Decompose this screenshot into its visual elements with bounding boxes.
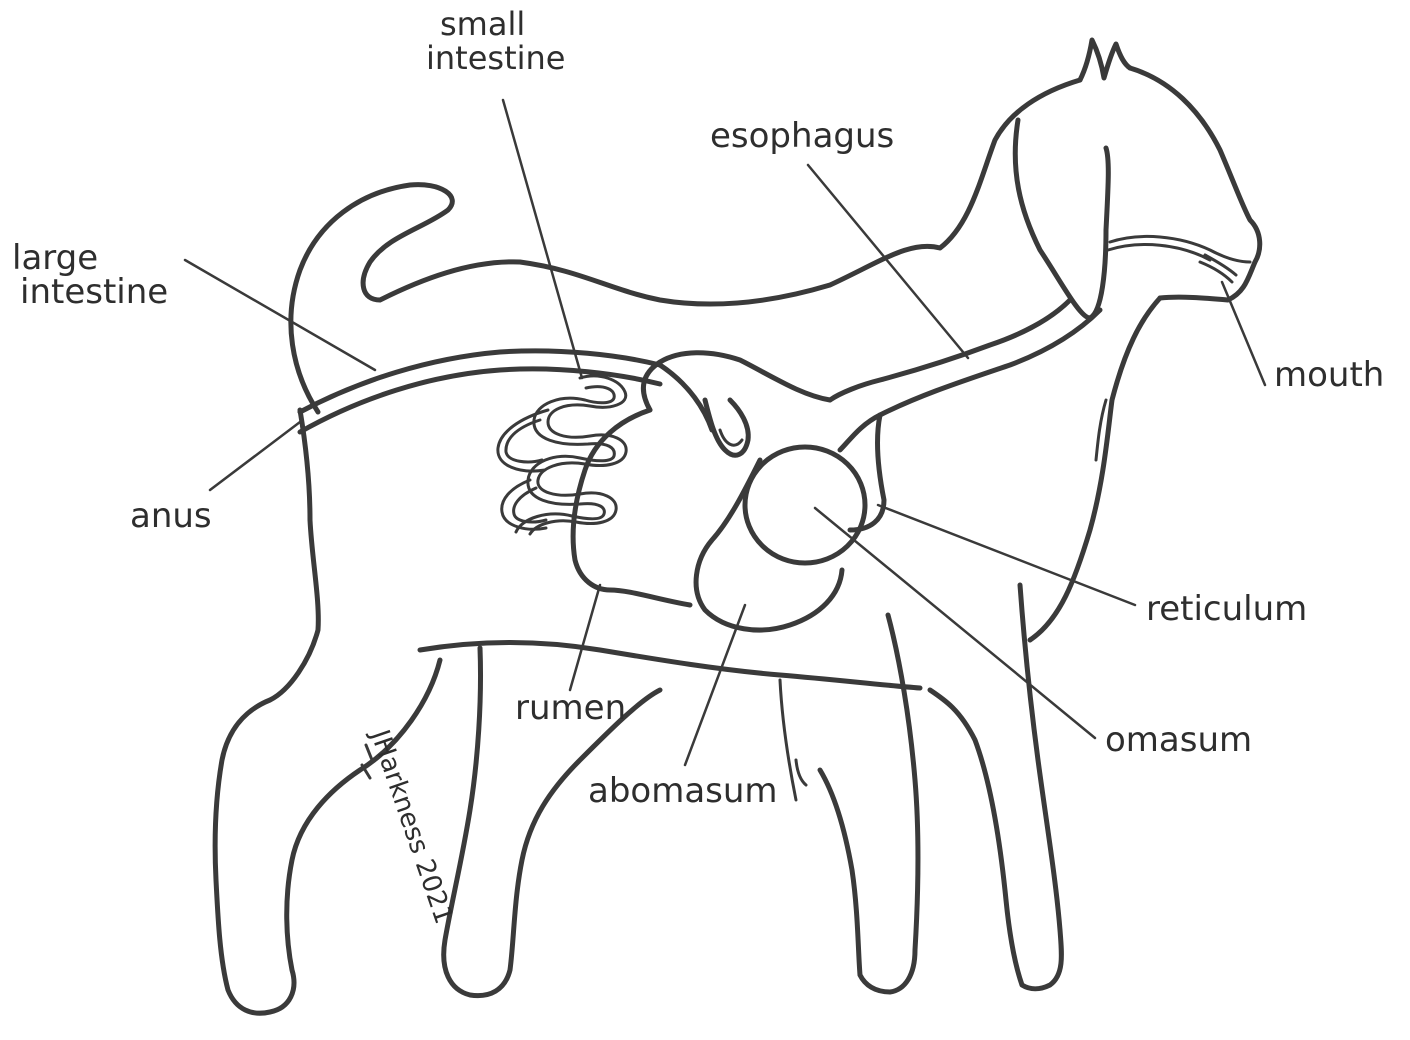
goat-body bbox=[215, 40, 1260, 1013]
label-rumen: rumen bbox=[515, 690, 626, 726]
leader-rumen bbox=[570, 585, 600, 690]
label-large-intestine-line2: intestine bbox=[20, 274, 168, 310]
reticulum-shape bbox=[643, 353, 830, 410]
label-small-intestine-line2: intestine bbox=[426, 40, 565, 76]
small-intestine-coils bbox=[498, 376, 626, 534]
label-anus: anus bbox=[130, 498, 212, 534]
omasum-shape bbox=[745, 447, 865, 563]
leader-anus bbox=[210, 422, 300, 490]
label-mouth: mouth bbox=[1274, 357, 1384, 393]
leader-large-intestine bbox=[185, 260, 375, 370]
label-omasum: omasum bbox=[1105, 722, 1252, 758]
leader-omasum bbox=[815, 508, 1095, 738]
abomasum-shape bbox=[696, 460, 842, 630]
leader-lines bbox=[185, 100, 1265, 765]
leader-abomasum bbox=[685, 605, 745, 765]
leader-mouth bbox=[1222, 282, 1265, 385]
label-abomasum: abomasum bbox=[588, 773, 778, 809]
rumen-shape bbox=[573, 410, 690, 605]
leader-small-intestine bbox=[503, 100, 582, 378]
label-small-intestine-line1: small bbox=[440, 6, 525, 42]
digestive-tract bbox=[300, 300, 1100, 630]
leader-esophagus bbox=[808, 165, 968, 358]
label-esophagus: esophagus bbox=[710, 118, 894, 154]
label-large-intestine-line1: large bbox=[12, 240, 98, 276]
label-reticulum: reticulum bbox=[1146, 591, 1307, 627]
